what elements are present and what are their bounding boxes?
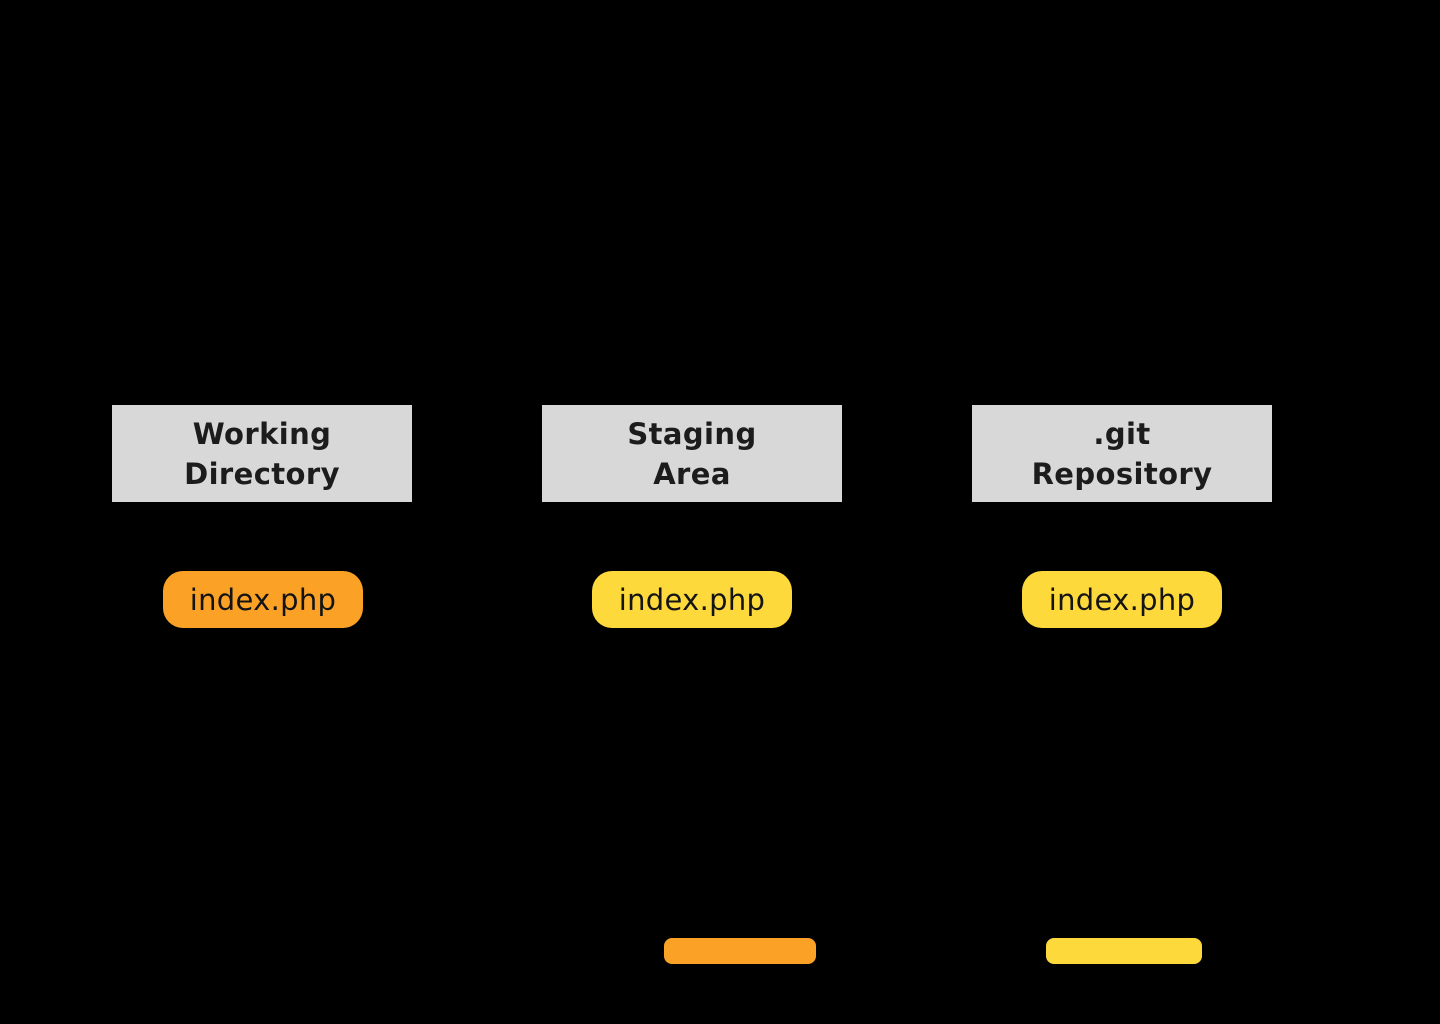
staging-area-label-line1: Staging <box>627 416 757 451</box>
working-directory-label-line2: Directory <box>184 456 340 491</box>
file-pill-git-repository: index.php <box>1022 571 1222 628</box>
working-directory-label-line1: Working <box>192 416 332 451</box>
file-pill-label: index.php <box>618 582 766 617</box>
legend-swatch-orange <box>664 938 816 964</box>
legend-swatch-yellow <box>1046 938 1202 964</box>
git-repository-label-line2: Repository <box>1031 456 1213 491</box>
staging-area-label-line2: Area <box>653 456 731 491</box>
file-pill-staging-area: index.php <box>592 571 792 628</box>
file-pill-label: index.php <box>1048 582 1196 617</box>
file-pill-label: index.php <box>189 582 337 617</box>
staging-area-box: Staging Area <box>542 405 842 502</box>
working-directory-box: Working Directory <box>112 405 412 502</box>
git-repository-box: .git Repository <box>972 405 1272 502</box>
git-repository-label-line1: .git <box>1093 416 1151 451</box>
file-pill-working-directory: index.php <box>163 571 363 628</box>
